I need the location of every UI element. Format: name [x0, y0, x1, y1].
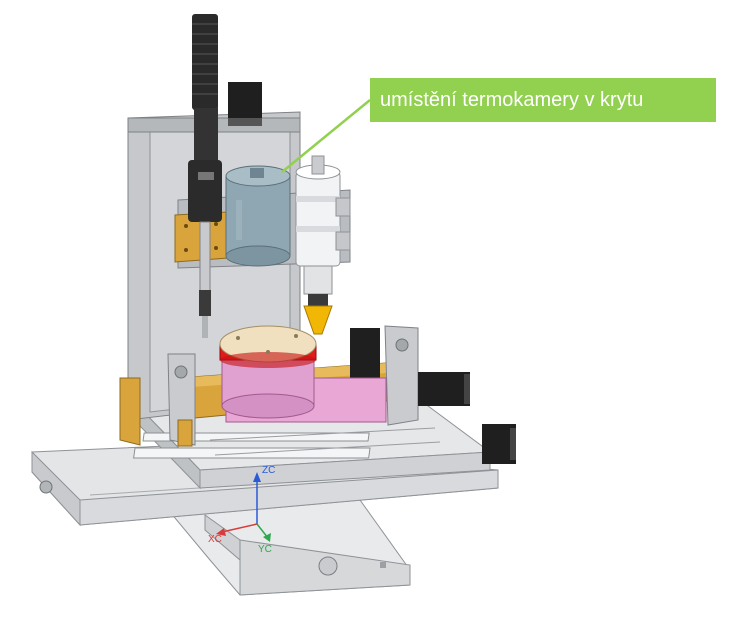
right-spindle — [295, 155, 351, 335]
callout-pointer — [281, 99, 371, 173]
lower-base — [158, 499, 411, 596]
thermal-camera-callout: umístění termokamery v krytu — [370, 78, 716, 122]
xc-axis-label: XC — [208, 534, 222, 545]
coordinate-axes: ZC XC YC — [208, 465, 275, 555]
column-top-motor — [228, 82, 262, 126]
xc-axis-line — [221, 523, 258, 533]
callout-text: umístění termokamery v krytu — [380, 89, 644, 111]
zc-axis-label: ZC — [262, 465, 275, 476]
xc-axis-arrow — [216, 528, 226, 536]
thermal-camera-housing — [225, 165, 291, 267]
yc-axis-arrow — [263, 533, 271, 542]
yc-axis-label: YC — [258, 544, 272, 555]
fixture-motors — [350, 328, 516, 464]
left-spindle — [188, 14, 222, 338]
zc-axis-arrow — [253, 472, 261, 482]
workpiece — [219, 325, 387, 423]
